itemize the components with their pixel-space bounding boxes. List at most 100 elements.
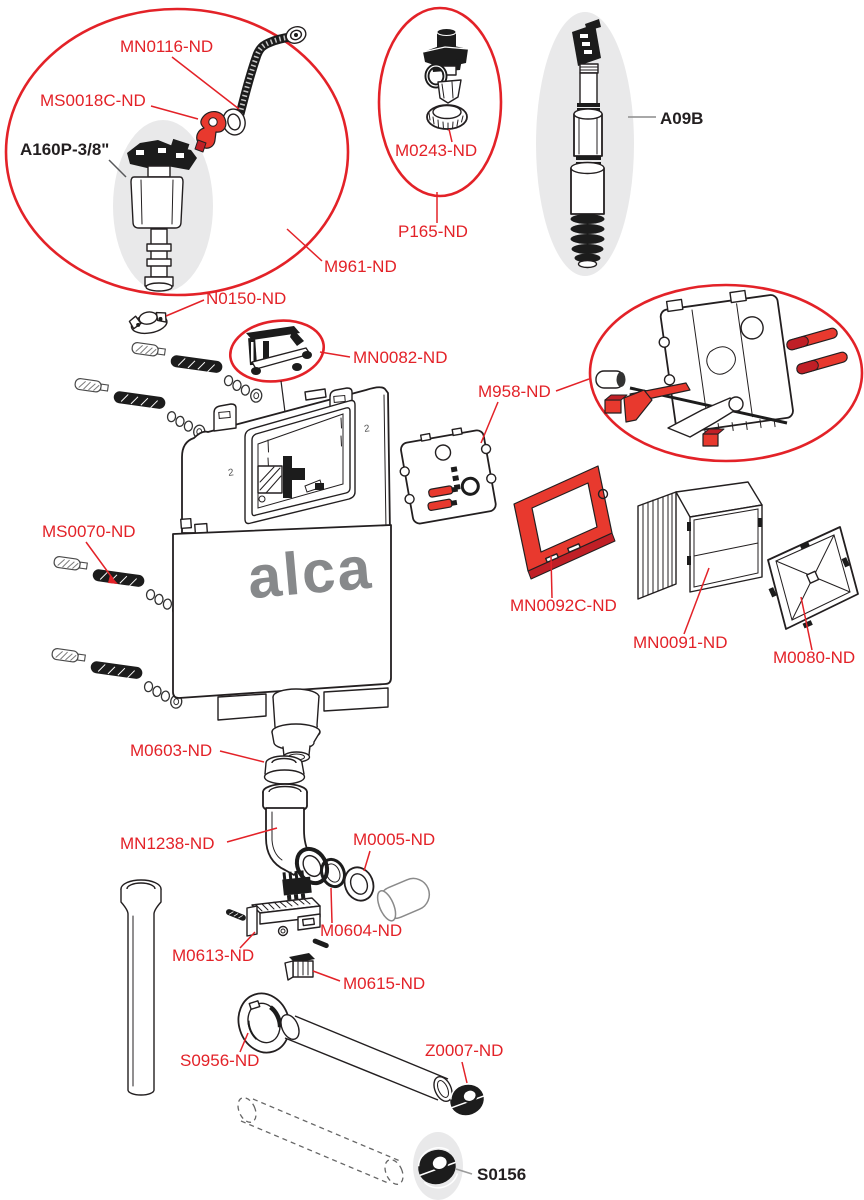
bracket-screw-2 — [312, 938, 329, 949]
tank-foot-right — [323, 687, 389, 712]
label-m961: M961-ND — [324, 257, 397, 276]
fill-valve-a160p — [127, 138, 197, 292]
mounting-frame-mn0092c: MN0092C-ND — [510, 465, 617, 615]
tank-top-slot — [304, 388, 327, 401]
leader-m961 — [286, 228, 323, 262]
shaft-box-mn0091: MN0091-ND — [633, 481, 763, 652]
leader-mn0092c — [550, 555, 553, 599]
label-z0007: Z0007-ND — [425, 1041, 503, 1060]
group-ellipse-mn0082 — [228, 319, 326, 383]
tank-outlet — [271, 688, 321, 763]
leader-mn0091 — [683, 567, 710, 635]
leader-m0005 — [363, 850, 371, 872]
tank-mark-right: 2 — [363, 423, 370, 435]
leader-s0956 — [239, 1032, 249, 1053]
actuator-red-rod-2 — [796, 351, 848, 375]
actuator-back-plate — [658, 289, 794, 434]
rosette-s0956: S0956-ND — [180, 992, 291, 1070]
leader-a160p — [108, 159, 127, 178]
label-n0150: N0150-ND — [206, 289, 286, 308]
cistern-tank: 2 2 alca — [172, 386, 392, 763]
seal-rings-group: M0005-ND M0604-ND — [320, 830, 435, 940]
label-s0956: S0956-ND — [180, 1051, 259, 1070]
label-ms0070: MS0070-ND — [42, 522, 136, 541]
dummy-cap — [376, 877, 431, 922]
leader-mn1238 — [226, 827, 278, 843]
service-plate-m958 — [399, 427, 497, 525]
actuator-parts-group — [588, 283, 864, 463]
group-ellipse-actuator — [588, 283, 864, 463]
label-mn0116: MN0116-ND — [120, 37, 213, 56]
leader-ms0018c — [150, 105, 199, 120]
screw-set-2 — [69, 377, 211, 440]
leader-m958-b — [480, 401, 499, 444]
leader-m0243 — [448, 128, 453, 143]
label-m0613: M0613-ND — [172, 946, 254, 965]
cover-plate-m0080: M0080-ND — [767, 526, 859, 667]
flush-pipe-vertical — [120, 879, 162, 1096]
screw-set-3 — [48, 555, 190, 618]
group-ellipse-p165 — [377, 6, 503, 198]
fill-valve-group: MN0116-ND MS0018C-ND A160P-3/8" M961-ND — [4, 7, 397, 297]
flush-pipe-dashed — [237, 1097, 404, 1185]
actuator-lever-assembly — [595, 370, 744, 447]
label-a160p: A160P-3/8" — [20, 140, 109, 159]
leader-ms0070 — [85, 541, 114, 580]
leader-m0615 — [312, 970, 341, 982]
label-s0156: S0156 — [477, 1165, 526, 1184]
tank-mark-left: 2 — [227, 467, 234, 479]
leader-m0603 — [219, 750, 265, 763]
gasket-s0156 — [417, 1147, 459, 1189]
clip-ms0018c — [194, 111, 227, 153]
label-m0604: M0604-ND — [320, 921, 402, 940]
mn0082-group: MN0082-ND — [228, 319, 447, 471]
elbow-clip — [282, 870, 312, 901]
screw-set-4 — [46, 647, 188, 710]
leader-m0080 — [800, 596, 813, 651]
telescopic-pipe-group: A09B — [536, 12, 703, 276]
brand-logo: alca — [245, 534, 375, 612]
label-a09b: A09B — [660, 109, 703, 128]
label-m0080: M0080-ND — [773, 648, 855, 667]
angle-valve-group: M0243-ND P165-ND — [377, 6, 503, 241]
tank-front-panel — [172, 524, 392, 699]
block-m0615: M0615-ND — [284, 953, 425, 993]
bracket-screw-1 — [225, 909, 246, 921]
n0150-group: N0150-ND — [128, 289, 286, 335]
ring-m0604 — [320, 857, 346, 889]
nut-n0150 — [128, 311, 168, 335]
leader-m958-a — [555, 378, 590, 392]
label-mn0082: MN0082-ND — [353, 348, 447, 367]
label-m0243: M0243-ND — [395, 141, 477, 160]
label-p165: P165-ND — [398, 222, 468, 241]
label-m958: M958-ND — [478, 382, 551, 401]
gasket-s0156-group: S0156 — [413, 1132, 526, 1200]
label-mn0092c: MN0092C-ND — [510, 596, 617, 615]
group-ellipse-m961 — [4, 7, 350, 297]
elbow-mn1238: MN1238-ND — [120, 783, 330, 901]
leader-arrow-ms0070 — [108, 575, 118, 584]
screw-set-1 — [126, 341, 268, 404]
flush-pipe-horizontal — [280, 1013, 453, 1103]
label-m0615: M0615-ND — [343, 974, 425, 993]
label-m0005: M0005-ND — [353, 830, 435, 849]
leader-n0150 — [165, 299, 205, 317]
actuator-red-rod-1 — [786, 327, 838, 351]
leader-s0156 — [455, 1168, 473, 1175]
leader-z0007 — [461, 1061, 468, 1084]
inlet-hose-mn0116 — [222, 26, 307, 136]
leader-m0604 — [330, 887, 333, 924]
gasket-m0603: M0603-ND — [130, 741, 306, 785]
leader-mn0082 — [319, 351, 351, 358]
tank-foot-left — [217, 693, 267, 721]
flush-valve-inside — [257, 456, 324, 503]
label-mn1238: MN1238-ND — [120, 834, 214, 853]
bracket-washer — [277, 925, 289, 937]
leader-mn0116 — [171, 56, 240, 110]
ms0070-label-group: MS0070-ND — [42, 522, 136, 584]
m958-label-group: M958-ND — [478, 378, 590, 444]
angle-valve-m0243 — [422, 28, 469, 131]
label-ms0018c: MS0018C-ND — [40, 91, 146, 110]
